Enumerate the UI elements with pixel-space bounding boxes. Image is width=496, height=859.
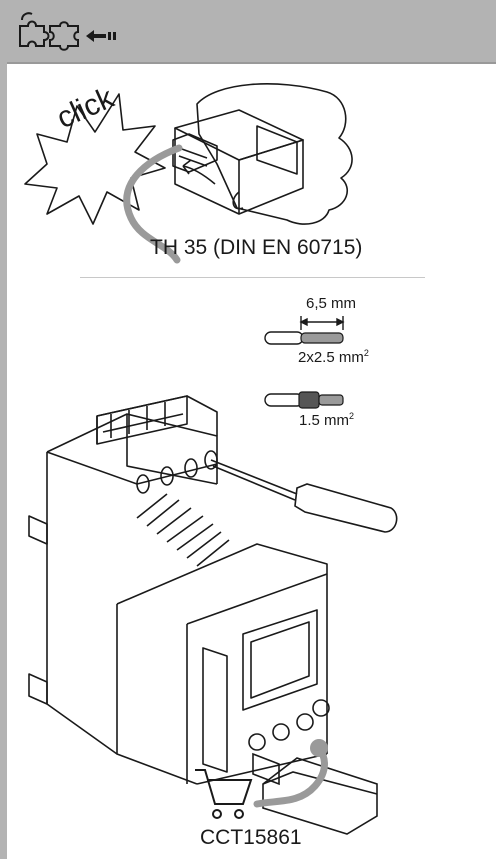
header-bar	[0, 0, 496, 62]
din-rail	[172, 133, 218, 173]
timer-device	[28, 395, 330, 785]
part-number-label: CCT15861	[200, 826, 302, 849]
device-top	[174, 109, 304, 161]
wire-section-1-label: 2x2.5 mm2	[298, 348, 369, 366]
section-divider	[80, 277, 425, 278]
left-rail	[0, 62, 7, 859]
puzzle-remove-icon	[19, 12, 116, 51]
ferrule-wire-end	[298, 391, 320, 409]
installation-illustration	[24, 83, 398, 835]
wire-section-2-label: 1.5 mm2	[299, 411, 355, 429]
content-frame	[7, 62, 496, 859]
rail-standard-label: TH 35 (DIN EN 60715)	[150, 236, 363, 259]
stripped-wire-end	[300, 332, 344, 344]
shopping-cart-icon	[195, 769, 253, 819]
accessory-cable	[253, 744, 328, 808]
rail-cable	[123, 144, 183, 264]
click-burst	[24, 93, 166, 225]
memory-key	[252, 752, 378, 835]
strip-length-label: 6,5 mm	[306, 295, 357, 312]
hand	[196, 83, 353, 225]
screwdriver-icon	[210, 459, 398, 533]
